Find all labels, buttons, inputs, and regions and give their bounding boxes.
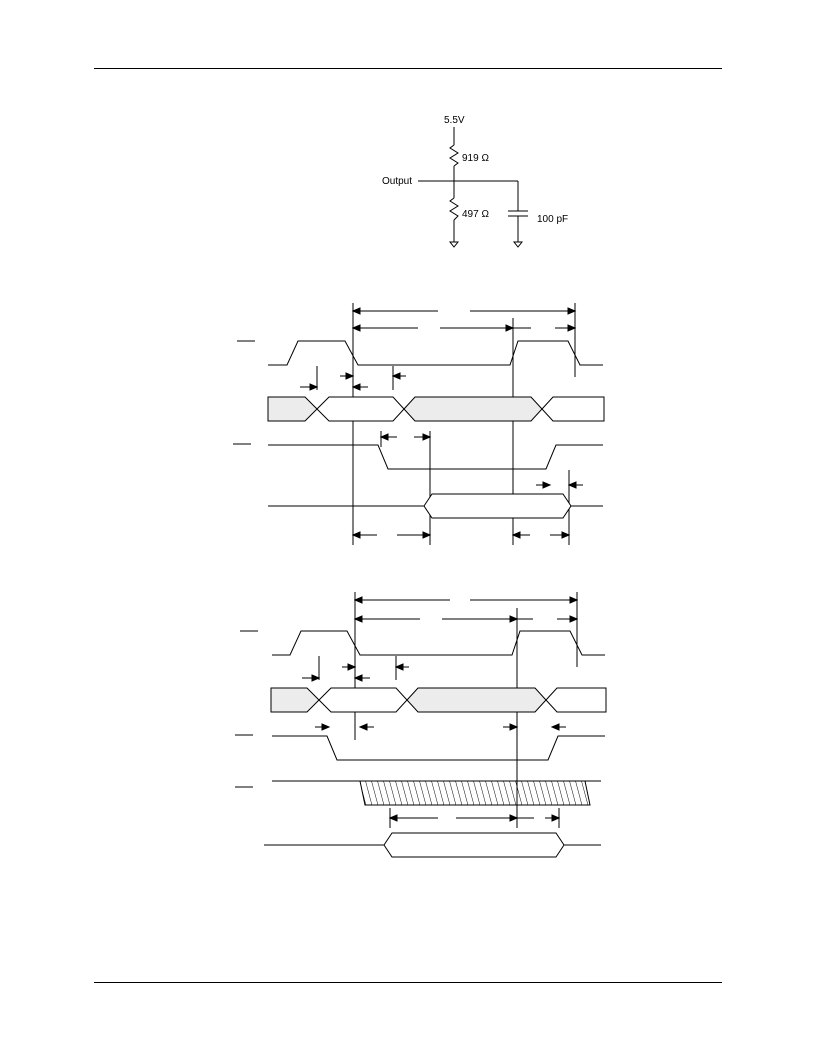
resistor-top xyxy=(449,144,459,167)
arrow-head xyxy=(351,531,361,539)
ground-icon-left xyxy=(448,241,460,248)
bus-segment xyxy=(541,396,605,422)
r-top-label: 919 Ω xyxy=(462,153,489,164)
bus-segment xyxy=(318,687,408,713)
output-label: Output xyxy=(382,176,412,187)
cap-label: 100 pF xyxy=(537,214,568,225)
data-out-window xyxy=(423,493,572,519)
resistor-bottom xyxy=(449,197,459,221)
signal-waveform xyxy=(272,735,605,761)
arrow-head xyxy=(509,723,519,731)
arrow-head xyxy=(569,615,579,623)
arrow-head xyxy=(569,596,579,604)
arrow-head xyxy=(388,814,398,822)
arrow-head xyxy=(422,531,432,539)
arrow-head xyxy=(321,723,331,731)
timing-diagram-2 xyxy=(235,592,607,858)
supply-label: 5.5V xyxy=(444,115,465,126)
bus-segment xyxy=(316,396,405,422)
r-bottom-label: 497 Ω xyxy=(462,209,489,220)
bus-segment xyxy=(406,687,547,713)
arrow-head xyxy=(353,674,363,682)
arrow-head xyxy=(422,433,432,441)
arrow-head xyxy=(551,814,561,822)
arrow-head xyxy=(351,324,361,332)
arrow-head xyxy=(394,663,404,671)
arrow-head xyxy=(347,663,357,671)
arrow-head xyxy=(311,674,321,682)
arrow-head xyxy=(391,372,401,380)
arrow-head xyxy=(505,324,515,332)
bus-segment xyxy=(545,687,607,713)
arrow-head xyxy=(511,531,521,539)
timing-diagram-1 xyxy=(233,303,605,545)
ground-icon-right xyxy=(512,241,524,248)
signal-waveform xyxy=(272,630,605,656)
arrow-head xyxy=(561,531,571,539)
arrow-head xyxy=(345,372,355,380)
signal-waveform xyxy=(268,340,603,366)
bus-segment xyxy=(403,396,543,422)
bus-segment xyxy=(270,687,320,713)
arrow-head xyxy=(509,615,519,623)
arrow-head xyxy=(353,596,363,604)
header-rule xyxy=(94,68,722,69)
arrow-head xyxy=(351,383,361,391)
load-circuit: 5.5V 919 Ω Output 497 Ω 100 pF xyxy=(382,115,568,248)
arrow-head xyxy=(353,615,363,623)
arrow-head xyxy=(550,723,560,731)
signal-waveform xyxy=(268,444,603,470)
arrow-head xyxy=(567,307,577,315)
arrow-head xyxy=(309,383,319,391)
arrow-head xyxy=(379,433,389,441)
arrow-head xyxy=(542,481,552,489)
footer-rule xyxy=(94,982,722,983)
bus-segment xyxy=(267,396,318,422)
arrow-head xyxy=(351,307,361,315)
arrow-head xyxy=(358,723,368,731)
arrow-head xyxy=(567,324,577,332)
data-in-window xyxy=(383,832,565,858)
arrow-head xyxy=(567,481,577,489)
arrow-head xyxy=(509,814,519,822)
hatched-region xyxy=(359,780,591,806)
